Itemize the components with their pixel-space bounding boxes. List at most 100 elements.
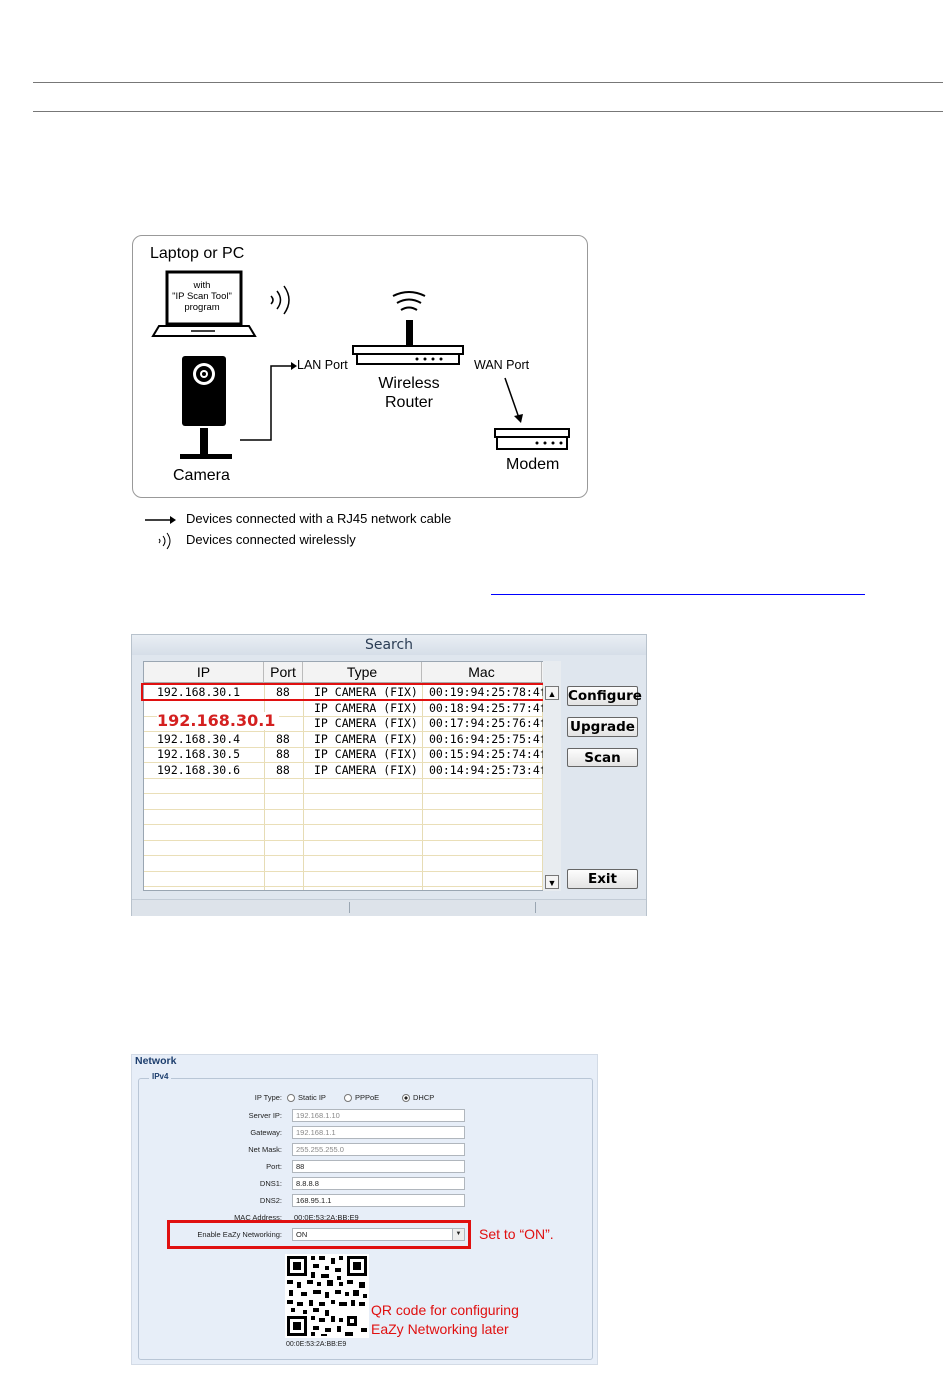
cell-mac: 00:15:94:25:74:4f [429, 747, 547, 761]
port-field[interactable]: 88 [292, 1160, 465, 1173]
eazy-networking-select[interactable]: ON ▼ [292, 1228, 465, 1241]
camera-icon [180, 356, 232, 459]
table-row-empty [144, 794, 554, 810]
status-divider [535, 902, 536, 913]
network-panel-title: Network [135, 1055, 177, 1067]
net-mask-label: Net Mask: [248, 1145, 282, 1154]
router-label-line: Wireless [378, 375, 440, 392]
configure-button[interactable]: Configure [567, 686, 642, 706]
lan-cable-line [240, 362, 297, 441]
header-rule-bottom [33, 111, 943, 112]
status-bar [132, 899, 646, 916]
ip-type-label: IP Type: [254, 1093, 282, 1102]
table-row[interactable]: 192.168.30.1 88 IP CAMERA (FIX) 00:19:94… [144, 685, 554, 701]
chevron-down-icon[interactable]: ▼ [452, 1229, 464, 1240]
gateway-field[interactable]: 192.168.1.1 [292, 1126, 465, 1139]
column-header-port[interactable]: Port [264, 662, 303, 683]
header-rule-top [33, 82, 943, 83]
camera-label: Camera [173, 467, 230, 484]
grid-divider [422, 683, 423, 890]
dns1-label: DNS1: [259, 1179, 282, 1188]
table-row-empty [144, 778, 554, 794]
cell-mac: 00:18:94:25:77:4f [429, 701, 547, 715]
table-row[interactable]: 192.168.30.5 88 IP CAMERA (FIX) 00:15:94… [144, 747, 554, 763]
qr-note: QR code for configuring EaZy Networking … [371, 1301, 519, 1339]
cell-mac: 00:16:94:25:75:4f [429, 732, 547, 746]
qr-note-line: QR code for configuring [371, 1302, 519, 1318]
server-ip-field[interactable]: 192.168.1.10 [292, 1109, 465, 1122]
radio-dhcp-label: DHCP [413, 1093, 435, 1102]
laptop-label: Laptop or PC [150, 245, 245, 262]
grid-divider [264, 683, 265, 890]
cell-type: IP CAMERA (FIX) [314, 685, 418, 699]
cell-type: IP CAMERA (FIX) [314, 732, 418, 746]
dns1-field[interactable]: 8.8.8.8 [292, 1177, 465, 1190]
search-window-title: Search [132, 635, 646, 655]
column-header-mac[interactable]: Mac [422, 662, 542, 683]
wireless-signal-icon [270, 285, 290, 315]
gateway-label: Gateway: [250, 1128, 282, 1137]
arrow-icon [145, 516, 176, 524]
grid-scrollbar[interactable]: ▲ ▼ [543, 661, 561, 891]
laptop-screen-line: with [193, 280, 211, 291]
server-ip-label: Server IP: [248, 1111, 282, 1120]
scan-button[interactable]: Scan [567, 748, 638, 767]
radio-static-ip[interactable] [287, 1094, 295, 1102]
cell-ip: 192.168.30.1 [157, 685, 241, 699]
radio-dhcp[interactable] [402, 1094, 410, 1102]
radio-pppoe[interactable] [344, 1094, 352, 1102]
upgrade-button[interactable]: Upgrade [567, 717, 638, 737]
cell-port: 88 [276, 763, 290, 777]
link-underline[interactable] [491, 594, 865, 595]
laptop-screen-line: "IP Scan Tool" [172, 291, 232, 302]
table-row[interactable]: 192.168.30.4 88 IP CAMERA (FIX) 00:16:94… [144, 732, 554, 748]
scroll-up-icon[interactable]: ▲ [545, 686, 559, 700]
radio-pppoe-label: PPPoE [355, 1093, 380, 1102]
legend-wired: Devices connected with a RJ45 network ca… [186, 511, 452, 526]
column-header-ip[interactable]: IP [144, 662, 264, 683]
port-label: Port: [266, 1162, 282, 1171]
highlight-ip-callout: 192.168.30.1 [157, 712, 280, 730]
dns2-field[interactable]: 168.95.1.1 [292, 1194, 465, 1207]
laptop-screen-line: program [184, 302, 220, 313]
laptop-icon [151, 270, 257, 337]
qr-note-line: EaZy Networking later [371, 1321, 509, 1337]
router-icon [352, 291, 464, 365]
network-diagram: Laptop or PC with "IP Scan Tool" program… [132, 235, 588, 498]
first-row-highlight-box [141, 683, 545, 701]
radio-static-ip-label: Static IP [298, 1093, 326, 1102]
cell-type: IP CAMERA (FIX) [314, 701, 418, 715]
scroll-down-icon[interactable]: ▼ [545, 875, 559, 889]
lan-port-label: LAN Port [297, 358, 348, 372]
legend-wireless: Devices connected wirelessly [186, 532, 356, 547]
table-row[interactable]: IP CAMERA (FIX) 00:17:94:25:76:4f [144, 716, 554, 732]
laptop-screen-text: with "IP Scan Tool" program [167, 280, 237, 313]
table-row-empty [144, 871, 554, 887]
cell-ip: 192.168.30.4 [157, 732, 241, 746]
column-header-type[interactable]: Type [303, 662, 422, 683]
qr-code-icon [285, 1254, 369, 1338]
dns2-label: DNS2: [259, 1196, 282, 1205]
modem-label: Modem [506, 456, 560, 473]
network-settings-panel: Network IPv4 IP Type: Static IP PPPoE DH… [131, 1054, 598, 1365]
modem-icon [494, 428, 570, 450]
table-row-empty [144, 840, 554, 856]
net-mask-field[interactable]: 255.255.255.0 [292, 1143, 465, 1156]
cell-mac: 00:14:94:25:73:4f [429, 763, 547, 777]
eazy-networking-value: ON [296, 1230, 308, 1239]
cell-type: IP CAMERA (FIX) [314, 747, 418, 761]
eazy-networking-label: Enable EaZy Networking: [197, 1230, 282, 1239]
eazy-networking-highlight-box [167, 1220, 471, 1249]
grid-divider [303, 683, 304, 890]
table-row[interactable]: IP CAMERA (FIX) 00:18:94:25:77:4f [144, 701, 554, 717]
cell-type: IP CAMERA (FIX) [314, 716, 418, 730]
exit-button[interactable]: Exit [567, 869, 638, 889]
wan-port-label: WAN Port [474, 358, 530, 372]
qr-caption: 00:0E:53:2A:BB:E9 [286, 1341, 347, 1348]
set-on-note: Set to “ON”. [479, 1226, 554, 1242]
mac-address-value: 00:0E:53:2A:BB:E9 [294, 1213, 359, 1222]
cell-ip: 192.168.30.5 [157, 747, 241, 761]
table-row[interactable]: 192.168.30.6 88 IP CAMERA (FIX) 00:14:94… [144, 763, 554, 779]
grid-divider [542, 683, 543, 890]
cell-type: IP CAMERA (FIX) [314, 763, 418, 777]
